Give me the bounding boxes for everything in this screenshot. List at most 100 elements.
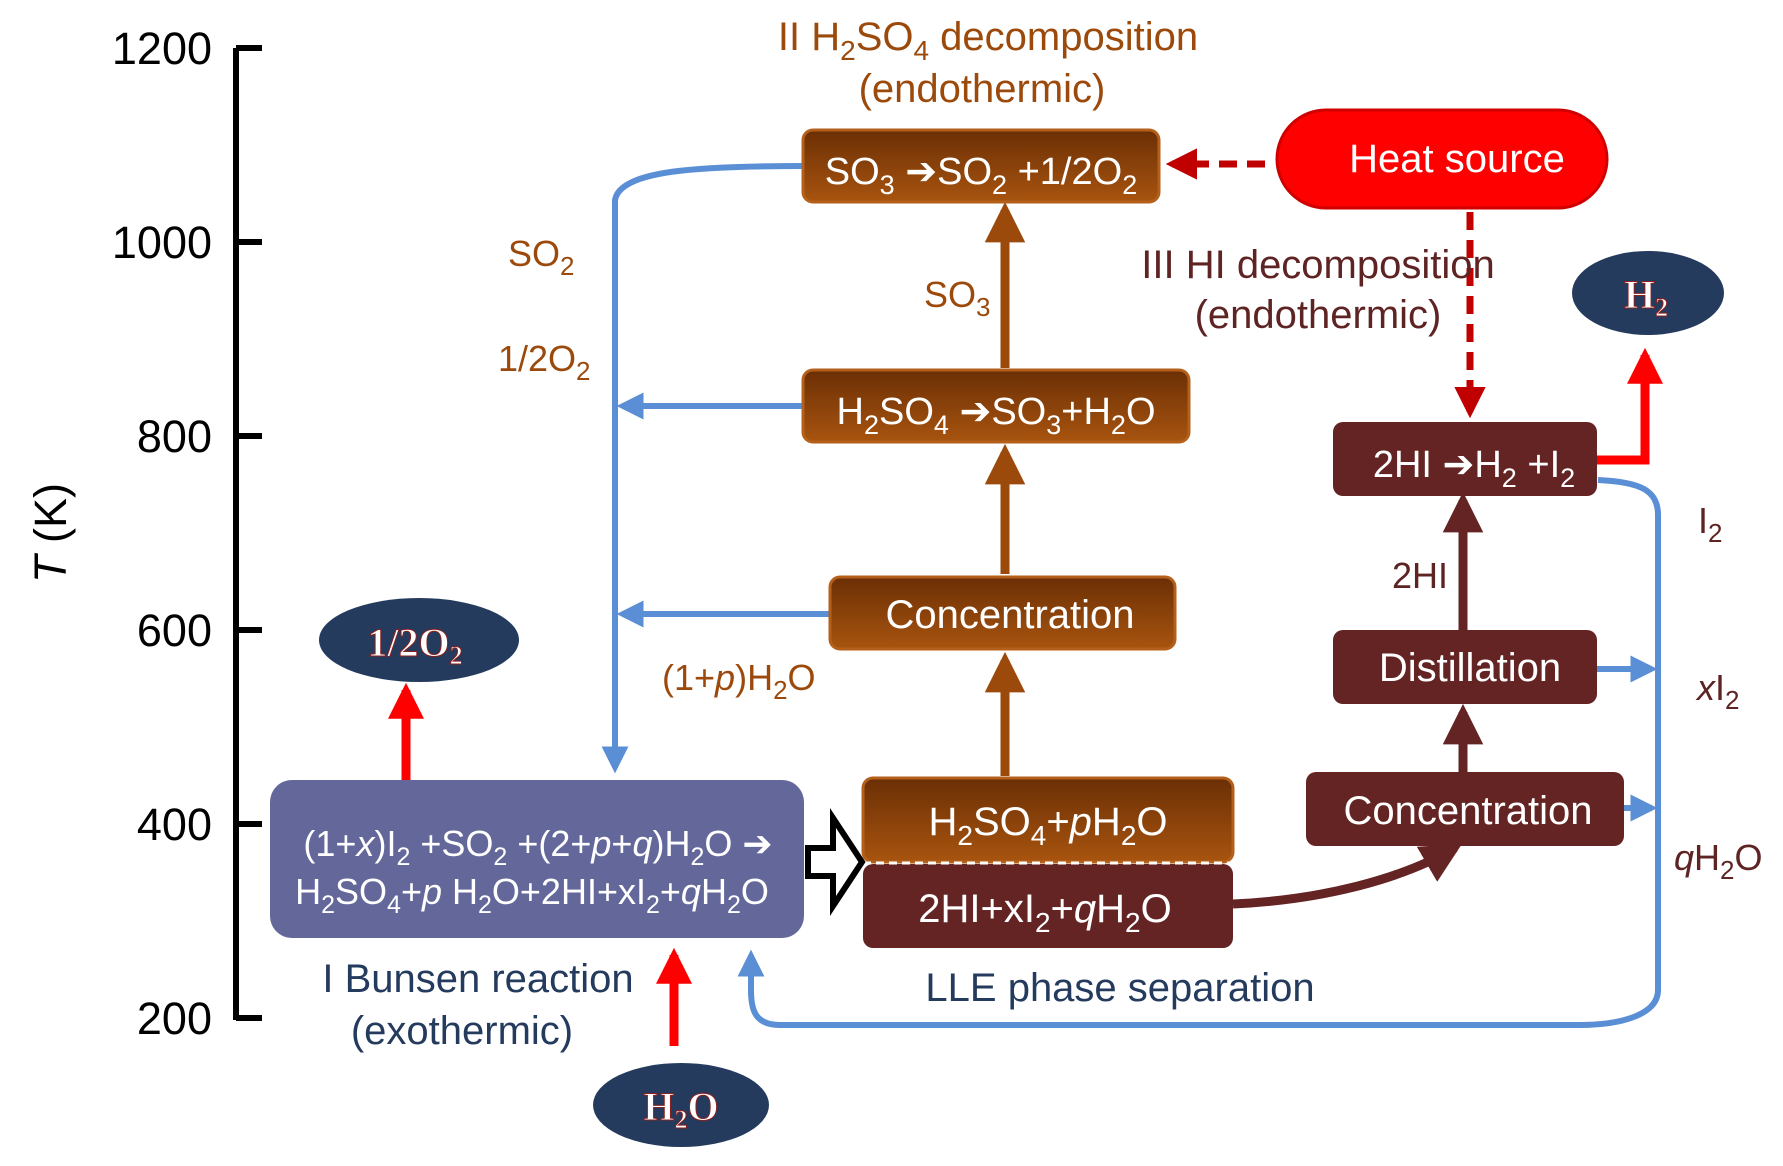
formula-part: 2HI+xI [918, 887, 1035, 931]
formula-part: +1/2O [1007, 151, 1122, 193]
heat-arrows [1165, 148, 1486, 419]
node-bunsen-reaction: (1+x)I2 +SO2 +(2+p+q)H2O ➔ H2SO4+p H2O+2… [270, 780, 804, 938]
formula-part: O+2HI+xI [492, 871, 646, 912]
section-title-hi: III HI decomposition [1141, 243, 1495, 287]
subscript: 4 [387, 891, 401, 919]
subscript: 2 [1122, 170, 1137, 200]
node-lle-phases: H2SO4+pH2O 2HI+xI2+qH2O [861, 776, 1235, 948]
axis-tick-label: 1000 [112, 217, 212, 268]
node-h2so4-decomposition: H2SO4 ➔SO3+H2O [801, 368, 1191, 444]
h2-out-arrow [1597, 347, 1663, 465]
formula-part: SO [973, 800, 1031, 844]
axis-title: T (K) [25, 483, 76, 583]
svg-text:H2O: H2O [643, 1084, 718, 1134]
section-subtitle-hi: (endothermic) [1195, 293, 1442, 337]
node-heat-source: Heat source [1275, 108, 1609, 210]
formula-part: + [401, 871, 422, 912]
formula-part: q [632, 823, 652, 864]
subscript: 2 [321, 891, 335, 919]
axis-tick-label: 1200 [112, 23, 212, 74]
svg-text:(1+x)I2 +SO2 +(2+p+q)H2O ➔: (1+x)I2 +SO2 +(2+p+q)H2O ➔ [303, 823, 772, 871]
axis-tick-label: 600 [137, 605, 212, 656]
formula-part: O [1141, 887, 1172, 931]
formula-part: ➔SO [949, 391, 1046, 433]
hi-to-concentration-arrow [1232, 843, 1463, 909]
axis-tick-label: 200 [137, 993, 212, 1044]
formula-part: + [1051, 887, 1074, 931]
formula-part: SO [879, 391, 934, 433]
subscript: 4 [934, 410, 949, 440]
svg-text:Heat source: Heat source [1349, 137, 1565, 181]
product-h2o: H2O [593, 1063, 769, 1147]
section-title-bunsen: I Bunsen reaction [322, 957, 633, 1001]
section-title-lle: LLE phase separation [925, 966, 1314, 1010]
subscript: 2 [727, 891, 741, 919]
subscript: 2 [646, 891, 660, 919]
formula-part: H [837, 391, 864, 433]
svg-text:Concentration: Concentration [885, 593, 1134, 637]
formula-part: q [681, 871, 701, 912]
svg-text:H2SO4+p H2O+2HI+xI2+qH2O: H2SO4+p H2O+2HI+xI2+qH2O [295, 871, 769, 919]
svg-text:1/2O2: 1/2O2 [367, 620, 462, 670]
subscript: 2 [864, 410, 879, 440]
formula-part: H [1092, 800, 1121, 844]
subscript: 2 [396, 843, 410, 871]
subscript: 2 [493, 843, 507, 871]
formula-part: SO [825, 151, 880, 193]
formula-part: O ➔ [704, 823, 772, 864]
subscript: 2 [992, 170, 1007, 200]
formula-part: O [1136, 800, 1167, 844]
formula-part: +(2+ [507, 823, 591, 864]
subscript: 2 [1035, 907, 1051, 938]
formula-part: )H [652, 823, 690, 864]
flow-label-so3: SO3 [924, 274, 990, 322]
formula-part: SO [335, 871, 387, 912]
svg-text:H2: H2 [1624, 272, 1668, 322]
svg-text:SO3 ➔SO2 +1/2O2: SO3 ➔SO2 +1/2O2 [825, 151, 1137, 200]
axis-tick-label: 400 [137, 799, 212, 850]
formula-part: + [611, 823, 632, 864]
subscript: 3 [880, 170, 895, 200]
formula-part: ➔SO [895, 151, 992, 193]
formula-part: O [1126, 391, 1156, 433]
subscript: 2 [478, 891, 492, 919]
formula-part: H [295, 871, 321, 912]
flow-label-half-o2: 1/2O2 [498, 338, 591, 386]
svg-text:2HI+xI2+qH2O: 2HI+xI2+qH2O [918, 887, 1172, 938]
flow-label-2hi: 2HI [1392, 555, 1448, 596]
iodine-return-line [737, 477, 1661, 1028]
subscript: 2 [1502, 463, 1517, 493]
subscript: 2 [1125, 907, 1141, 938]
hi-phase [863, 864, 1233, 948]
axis-tick-label: 800 [137, 411, 212, 462]
subscript: 2 [957, 820, 973, 851]
subscript: 3 [1046, 410, 1061, 440]
formula-part: + [660, 871, 681, 912]
section-subtitle-h2so4: (endothermic) [859, 67, 1106, 111]
product-arrows [388, 347, 1663, 1046]
formula-part: +SO [410, 823, 493, 864]
svg-text:2HI ➔H2 +I2: 2HI ➔H2 +I2 [1373, 444, 1575, 493]
formula-part: H [1096, 887, 1125, 931]
flow-label-so2: SO2 [508, 233, 574, 281]
formula-part: + [1046, 800, 1069, 844]
formula-part: H [701, 871, 727, 912]
formula-part: +H [1061, 391, 1111, 433]
subscript: 2 [690, 843, 704, 871]
svg-text:Distillation: Distillation [1379, 646, 1561, 690]
subscript: 2 [1111, 410, 1126, 440]
recycle-lines [601, 163, 1661, 1028]
section-subtitle-bunsen: (exothermic) [351, 1009, 573, 1053]
formula-part: p [421, 871, 442, 912]
formula-part: H [442, 871, 478, 912]
svg-text:Concentration: Concentration [1343, 789, 1592, 833]
hi-flow-arrows [1232, 491, 1484, 909]
flow-label-q-h2o: qH2O [1674, 837, 1763, 885]
formula-part: q [1074, 887, 1096, 931]
subscript: 2 [1121, 820, 1137, 851]
formula-part: 2HI ➔H [1373, 444, 1502, 486]
flow-label-i2: I2 [1698, 500, 1722, 548]
section-title-h2so4: II H2SO4 decomposition [778, 15, 1198, 66]
subscript: 4 [1031, 820, 1047, 851]
